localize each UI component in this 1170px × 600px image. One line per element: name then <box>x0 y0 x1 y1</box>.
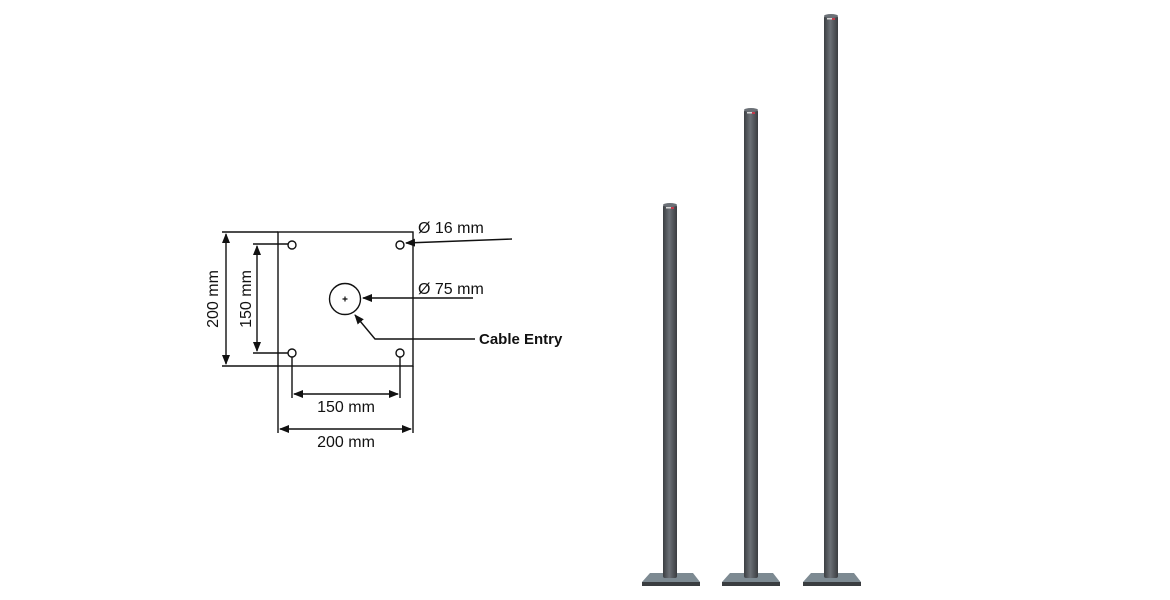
label-200-vertical: 200 mm <box>205 270 222 328</box>
cable-entry-hole <box>328 282 362 316</box>
cap-mark <box>752 112 755 114</box>
bolt-hole-bl <box>287 348 297 358</box>
bolt-hole-tr <box>395 240 405 250</box>
label-center-hole-diameter: Ø 75 mm <box>418 281 484 298</box>
pole-medium <box>722 108 780 586</box>
pole-shaft <box>663 205 677 578</box>
label-200-horizontal: 200 mm <box>317 434 375 451</box>
bolt-hole-br <box>395 348 405 358</box>
plate-outline <box>277 231 414 367</box>
label-150-horizontal: 150 mm <box>317 399 375 416</box>
center-mark-icon <box>342 296 348 302</box>
leader-bolt-hole <box>405 238 513 247</box>
pole-tall <box>803 14 861 586</box>
cap-mark <box>832 18 835 20</box>
base-plate-drawing <box>222 231 513 433</box>
label-150-vertical: 150 mm <box>238 270 255 328</box>
pole-shaft <box>824 16 838 578</box>
bolt-hole-tl <box>287 240 297 250</box>
pole-short <box>642 203 700 586</box>
pole-shaft <box>744 110 758 578</box>
leader-cable-entry <box>354 314 475 340</box>
label-bolt-hole-diameter: Ø 16 mm <box>418 220 484 237</box>
label-cable-entry: Cable Entry <box>479 331 563 348</box>
cap-mark <box>671 207 674 209</box>
